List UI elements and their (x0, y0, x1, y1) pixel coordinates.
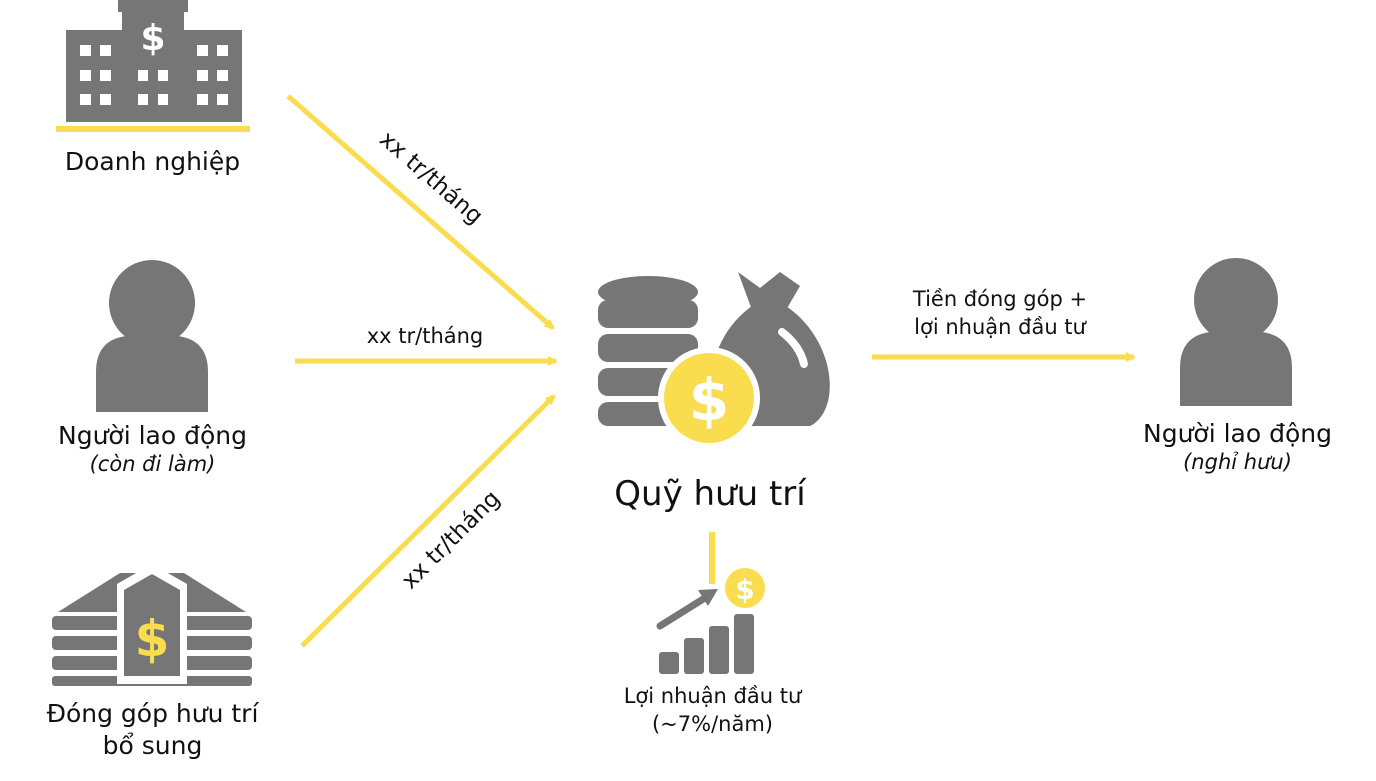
person-icon (1180, 258, 1292, 406)
worker-retired-note: (nghỉ hưu) (1183, 450, 1292, 474)
returns-label: Lợi nhuận đầu tư (~7%/năm) (600, 682, 825, 738)
svg-text:$: $ (735, 573, 754, 606)
money-stack-icon: $ (52, 564, 252, 686)
svg-text:$: $ (140, 18, 165, 59)
supplement-label: Đóng góp hưu trí bổ sung (20, 698, 285, 762)
flow-label-payout: Tiền đóng góp + lợi nhuận đầu tư (875, 285, 1125, 341)
returns-label-line1: Lợi nhuận đầu tư (623, 684, 802, 708)
flow-label-worker: xx tr/tháng (330, 322, 520, 350)
worker-active-label: Người lao động (còn đi làm) (30, 420, 275, 476)
flow-label-payout-line2: lợi nhuận đầu tư (914, 315, 1086, 339)
person-icon (96, 260, 208, 412)
growth-chart-coin-icon: $ (656, 532, 765, 674)
returns-label-line2: (~7%/năm) (651, 712, 773, 736)
svg-text:$: $ (135, 610, 170, 668)
baseline-accent (56, 126, 250, 132)
worker-active-label-text: Người lao động (58, 421, 247, 450)
coins-money-bag-icon: $ (598, 272, 830, 449)
fund-label: Quỹ hưu trí (590, 474, 830, 514)
employer-label: Doanh nghiệp (40, 146, 265, 178)
flow-arrow-supplement (300, 394, 556, 648)
office-building-dollar-icon: $ (56, 0, 250, 132)
worker-retired-label-text: Người lao động (1143, 419, 1332, 448)
flow-arrow-employer (286, 94, 555, 330)
fund-label-text: Quỹ hưu trí (614, 474, 806, 514)
flow-label-payout-line1: Tiền đóng góp + (912, 287, 1088, 311)
worker-active-note: (còn đi làm) (89, 452, 216, 476)
employer-label-text: Doanh nghiệp (64, 147, 241, 176)
supplement-label-line1: Đóng góp hưu trí (46, 699, 259, 728)
worker-retired-label: Người lao động (nghỉ hưu) (1115, 418, 1360, 474)
flow-label-worker-text: xx tr/tháng (366, 324, 484, 348)
supplement-label-line2: bổ sung (102, 731, 203, 760)
svg-text:$: $ (689, 366, 729, 434)
